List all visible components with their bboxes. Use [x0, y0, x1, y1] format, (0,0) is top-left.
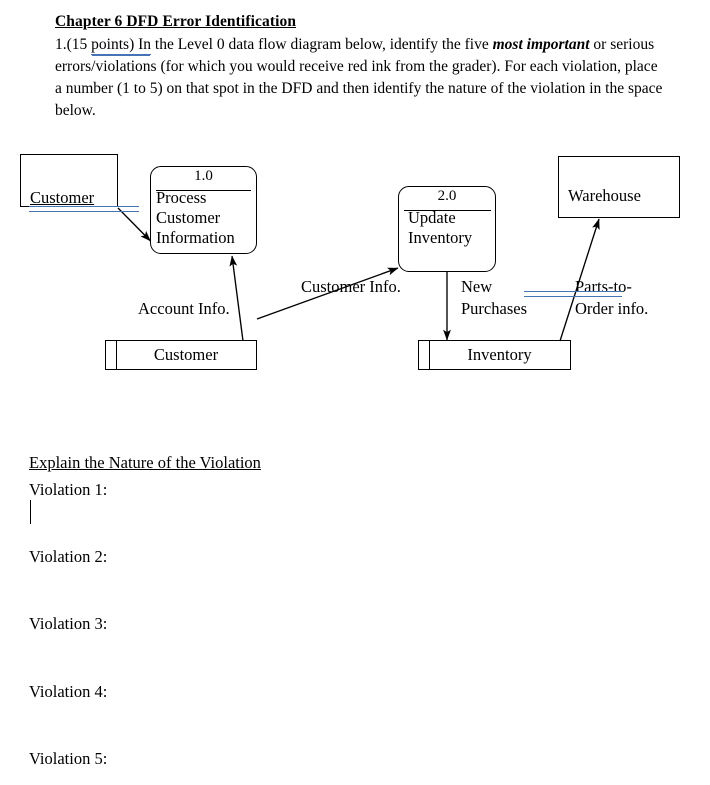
violation-5-label[interactable]: Violation 5: [29, 749, 108, 768]
flow-label-customer-info: Customer Info. [301, 277, 401, 296]
datastore-customer-tab [116, 341, 117, 369]
entity-warehouse-label: Warehouse [568, 186, 641, 205]
process-1-name-line-2: Customer [156, 208, 221, 227]
process-2-divider [404, 210, 491, 211]
question-body-part-1: the Level 0 data flow diagram below, ide… [151, 35, 493, 53]
datastore-inventory[interactable]: Inventory [418, 340, 571, 370]
process-2-name-line-1: Update [408, 208, 456, 227]
datastore-inventory-label: Inventory [467, 345, 532, 364]
process-1-number: 1.0 [194, 168, 213, 184]
grammar-marker-customer-entity [29, 206, 139, 212]
question-text: 1.(15 points) In the Level 0 data flow d… [55, 34, 665, 123]
violation-4-label[interactable]: Violation 4: [29, 682, 108, 701]
violation-1-label[interactable]: Violation 1: [29, 480, 108, 499]
arrow-customer-info [256, 267, 399, 320]
points-prefix: (15 [66, 35, 92, 53]
datastore-customer[interactable]: Customer [105, 340, 257, 370]
arrow-customer-to-process1 [117, 207, 151, 242]
flow-label-new-purchases-line-1: New [461, 277, 493, 296]
question-number: 1. [55, 35, 67, 53]
entity-warehouse[interactable] [558, 156, 680, 218]
question-body-part-2: or serious errors/violations (for which … [55, 35, 663, 120]
process-1-name-line-1: Process [156, 188, 207, 207]
process-2-bubble[interactable] [398, 186, 496, 272]
page-title: Chapter 6 DFD Error Identification [55, 13, 297, 30]
text-cursor [30, 500, 31, 524]
arrow-account-info [229, 255, 244, 342]
question-emphasis: most important [492, 35, 590, 53]
flow-label-parts-to-order-line-2: Order info. [575, 299, 649, 318]
datastore-customer-label: Customer [153, 345, 219, 364]
violation-answer-section: Explain the Nature of the Violation [29, 452, 429, 473]
flow-label-account-info: Account Info. [138, 299, 230, 318]
violations-heading: Explain the Nature of the Violation [29, 453, 261, 472]
process-2-number: 2.0 [437, 188, 457, 204]
arrow-parts-to-order [559, 218, 600, 342]
entity-customer-label: Customer [30, 188, 95, 207]
flow-label-new-purchases-line-2: Purchases [461, 299, 527, 318]
question-prompt: Chapter 6 DFD Error Identification 1.(15… [55, 12, 665, 123]
datastore-inventory-tab [429, 341, 430, 369]
process-1-name-line-3: Information [156, 228, 235, 247]
process-1-divider [156, 190, 251, 191]
grammar-flagged-text: points) In [91, 35, 152, 55]
violation-2-label[interactable]: Violation 2: [29, 547, 108, 566]
process-1-bubble[interactable] [150, 166, 257, 254]
violation-3-label[interactable]: Violation 3: [29, 614, 108, 633]
process-2-name-line-2: Inventory [408, 228, 473, 247]
grammar-marker-parts-to-order [524, 291, 622, 297]
